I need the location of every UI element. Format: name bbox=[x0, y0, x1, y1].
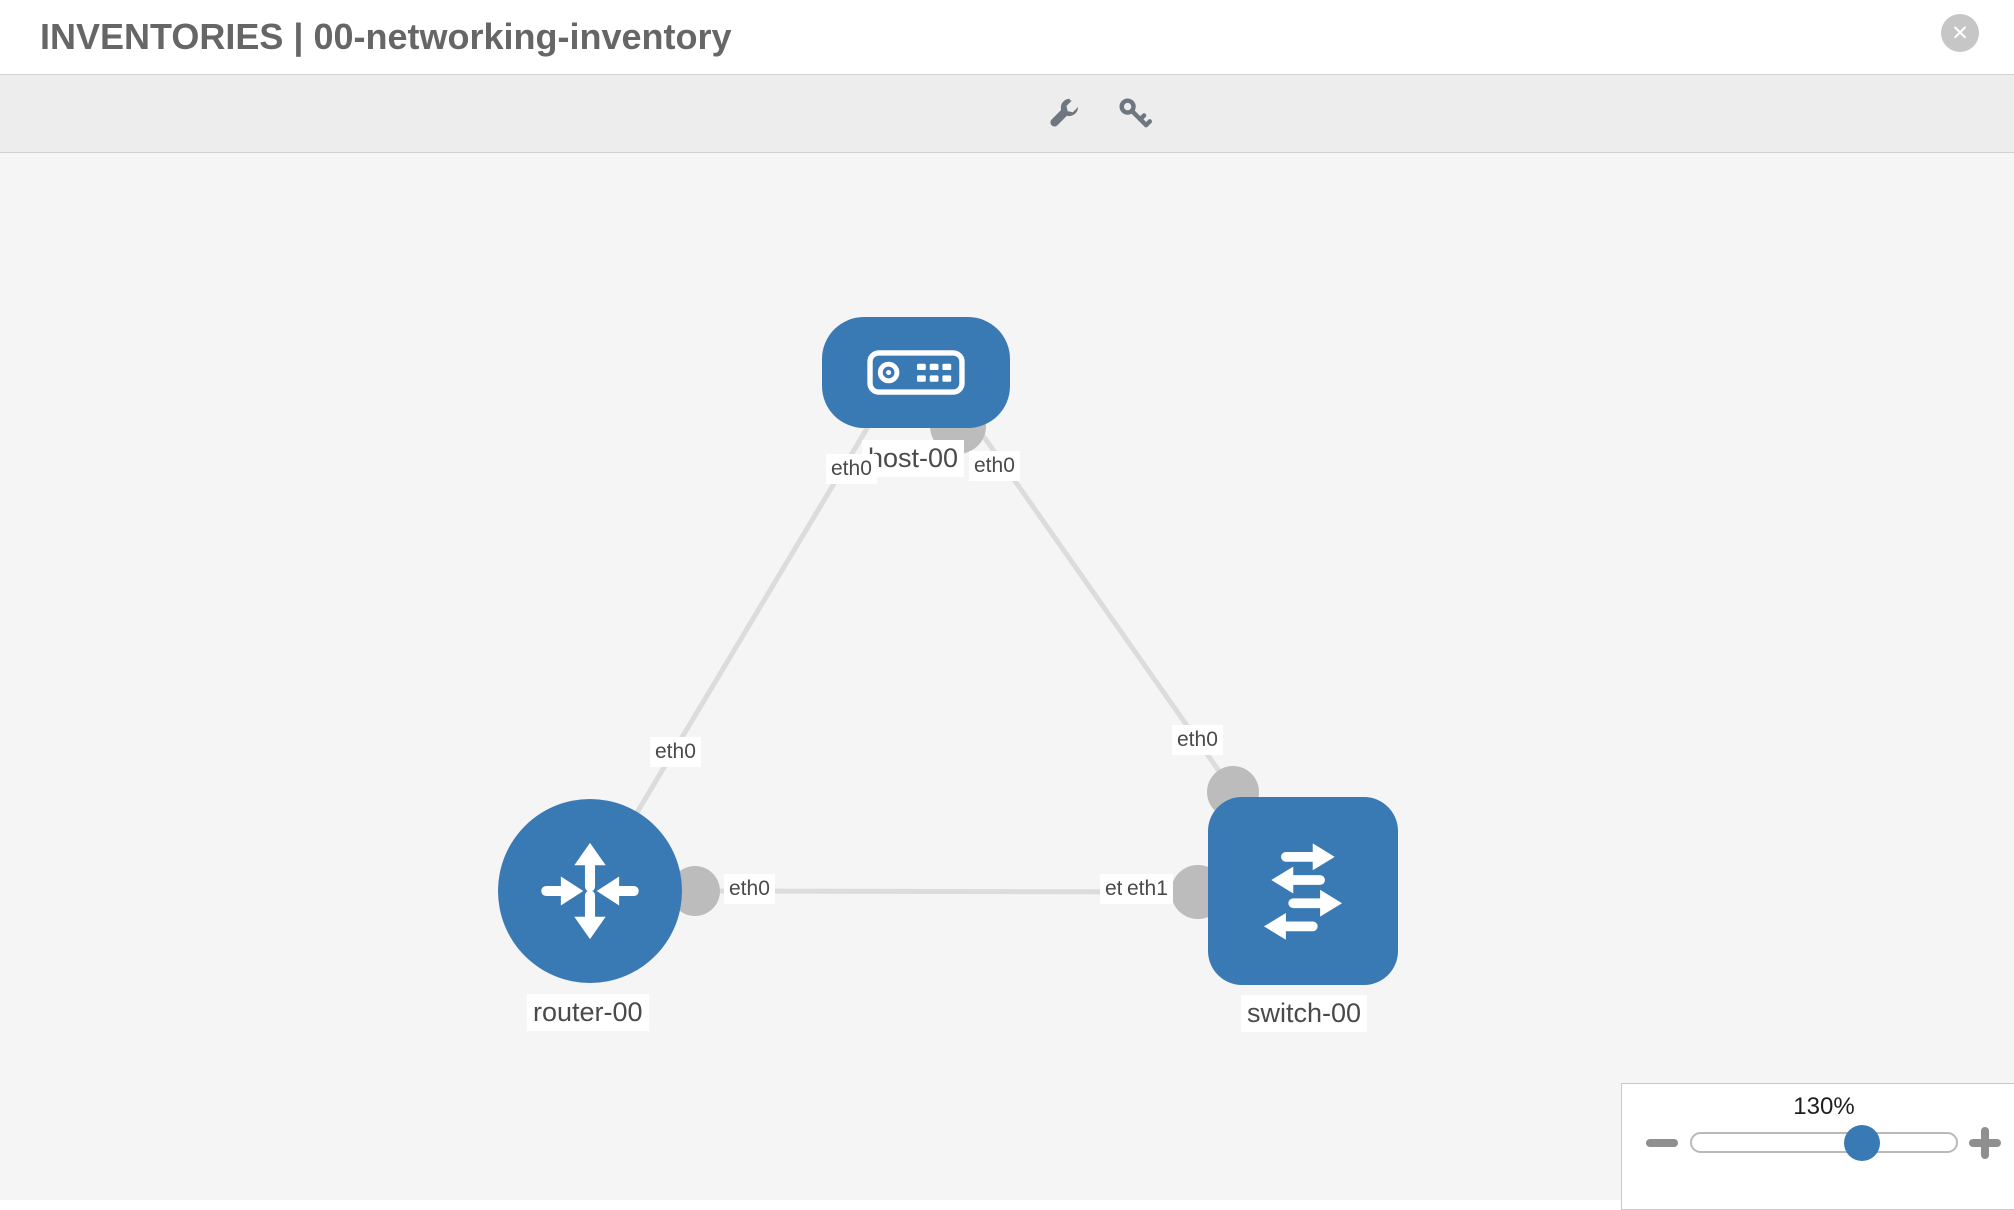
router-icon bbox=[541, 842, 639, 940]
page-title: INVENTORIES | 00-networking-inventory bbox=[40, 16, 732, 57]
node-label-switch-00: switch-00 bbox=[1241, 995, 1368, 1032]
wrench-icon[interactable] bbox=[1046, 95, 1084, 133]
host-icon bbox=[867, 350, 965, 395]
zoom-slider-knob[interactable] bbox=[1844, 1125, 1880, 1161]
topology-canvas[interactable] bbox=[0, 153, 2014, 1200]
switch-icon bbox=[1263, 843, 1343, 940]
iface-label-mid-switch-eth1: eth1 bbox=[1122, 874, 1173, 904]
close-icon[interactable]: ✕ bbox=[1941, 14, 1979, 52]
key-icon[interactable] bbox=[1116, 95, 1154, 133]
iface-label-switch-link: eth0 bbox=[1172, 725, 1223, 755]
node-router-00[interactable] bbox=[498, 799, 682, 983]
iface-label-host-right: eth0 bbox=[969, 451, 1020, 481]
zoom-in-button[interactable] bbox=[1964, 1122, 2006, 1164]
toolbar bbox=[0, 74, 2014, 153]
node-label-router-00: router-00 bbox=[527, 994, 649, 1031]
iface-label-mid-switch: eth0 eth1 bbox=[1100, 874, 1173, 904]
iface-label-router-link: eth0 bbox=[650, 737, 701, 767]
node-switch-00[interactable] bbox=[1208, 797, 1398, 985]
zoom-level-value: 130% bbox=[1793, 1093, 1855, 1120]
node-label-host-00: host-00 bbox=[862, 440, 965, 477]
zoom-in-icon-bar bbox=[1981, 1127, 1989, 1159]
iface-label-host-left: eth0 bbox=[826, 454, 877, 484]
header: INVENTORIES | 00-networking-inventory ✕ bbox=[0, 0, 2014, 74]
zoom-out-icon[interactable] bbox=[1646, 1139, 1678, 1147]
iface-label-mid-router: eth0 bbox=[724, 874, 775, 904]
zoom-slider-track[interactable] bbox=[1690, 1132, 1958, 1153]
node-host-00[interactable] bbox=[822, 317, 1010, 428]
